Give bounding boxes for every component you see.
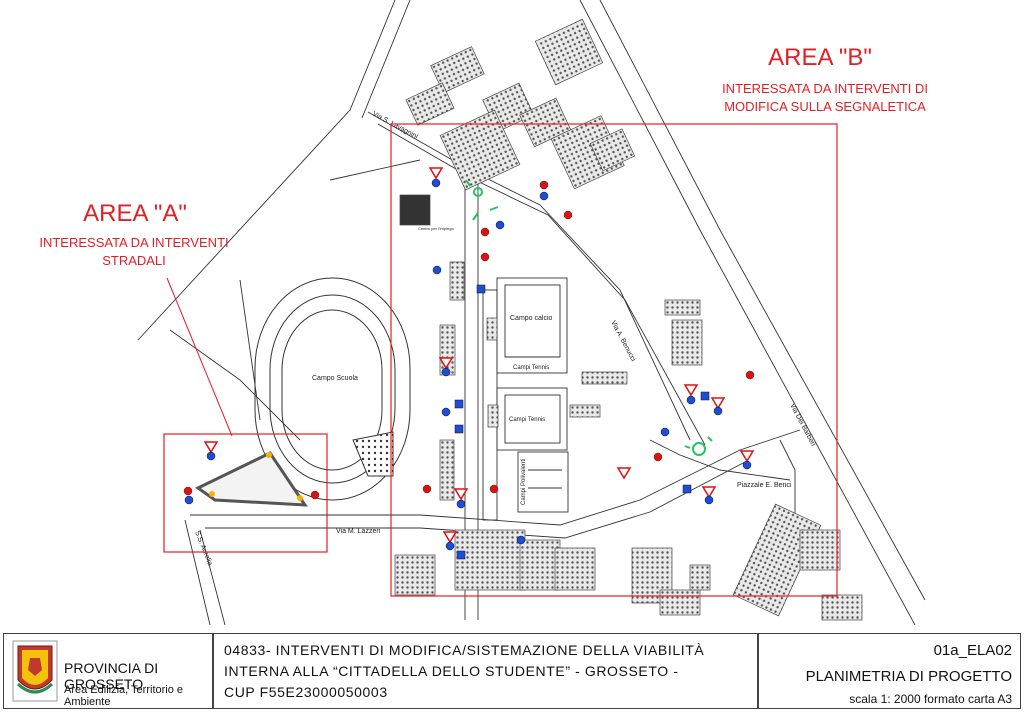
label-campo-scuola: Campo Scuola: [312, 375, 358, 382]
drawing-code: 01a_ELA02: [933, 642, 1012, 659]
project-cup-code: CUP F55E23000050003: [224, 684, 388, 700]
mandatory-direction-sign-icon: [184, 178, 752, 551]
street-label-benucci: Via A. Benucci: [609, 320, 637, 363]
athletic-track: [254, 277, 411, 501]
roundabout-icon: [692, 442, 706, 456]
area-a-leader-line: [166, 277, 233, 437]
project-title-line-1: 04833- INTERVENTI DI MODIFICA/SISTEMAZIO…: [224, 642, 705, 658]
title-block-project: 04833- INTERVENTI DI MODIFICA/SISTEMAZIO…: [213, 633, 758, 709]
site-plan-map: Campo Scuola Campo calcio Campi Tennis C…: [137, 0, 926, 625]
area-b-subtitle-2: MODIFICA SULLA SEGNALETICA: [724, 99, 926, 114]
road-network: [137, 0, 926, 625]
info-sign-icon: [454, 284, 710, 560]
title-block: PROVINCIA DI GROSSETO Area Edilizia, Ter…: [0, 625, 1024, 714]
area-a-subtitle-1: INTERESSATA DA INTERVENTI: [39, 235, 229, 250]
area-b-subtitle-1: INTERESSATA DA INTERVENTI DI: [722, 81, 928, 96]
give-way-sign-icon: [203, 167, 755, 544]
street-label-lavagnini: Via S. Lavagnini: [371, 111, 419, 141]
no-entry-sign-icon: [183, 180, 755, 500]
label-centro-impiego: Centro per l'impiego: [418, 226, 454, 231]
province-department: Area Edilizia, Territorio e Ambiente: [64, 684, 184, 708]
project-title-line-2: INTERNA ALLA “CITTADELLA DELLO STUDENTE”…: [224, 663, 679, 679]
area-a-title: AREA "A": [83, 200, 187, 227]
title-block-drawing: 01a_ELA02 PLANIMETRIA DI PROGETTO scala …: [758, 633, 1021, 709]
street-label-lazzeri: Via M. Lazzeri: [336, 528, 381, 535]
drawing-scale: scala 1: 2000 formato carta A3: [849, 692, 1012, 706]
label-campi-polivalenti: Campi Polivalenti: [521, 459, 527, 505]
sports-fields: [482, 277, 569, 521]
title-block-province: PROVINCIA DI GROSSETO Area Edilizia, Ter…: [3, 633, 213, 709]
buildings: [394, 18, 863, 621]
drawing-title: PLANIMETRIA DI PROGETTO: [805, 668, 1012, 685]
traffic-signs: [183, 167, 755, 560]
area-b-boundary: [390, 123, 838, 597]
province-coat-of-arms-icon: [12, 640, 58, 702]
area-a-subtitle-2: STRADALI: [102, 253, 166, 268]
label-piazzale-benci: Piazzale E. Benci: [737, 482, 792, 489]
label-campi-tennis-1: Campi Tennis: [513, 365, 549, 371]
area-a-road-works: [195, 451, 308, 507]
label-campi-tennis-2: Campi Tennis: [509, 417, 545, 423]
province-name: PROVINCIA DI GROSSETO: [64, 660, 159, 692]
street-label-aurelia: S.S. Aurelia: [193, 530, 213, 567]
area-a-boundary: [163, 433, 328, 553]
area-b-title: AREA "B": [768, 44, 872, 71]
label-campo-calcio: Campo calcio: [510, 315, 553, 322]
green-markings: [465, 179, 713, 456]
street-label-dei-barberi: Via Dei Barberi: [788, 403, 816, 448]
